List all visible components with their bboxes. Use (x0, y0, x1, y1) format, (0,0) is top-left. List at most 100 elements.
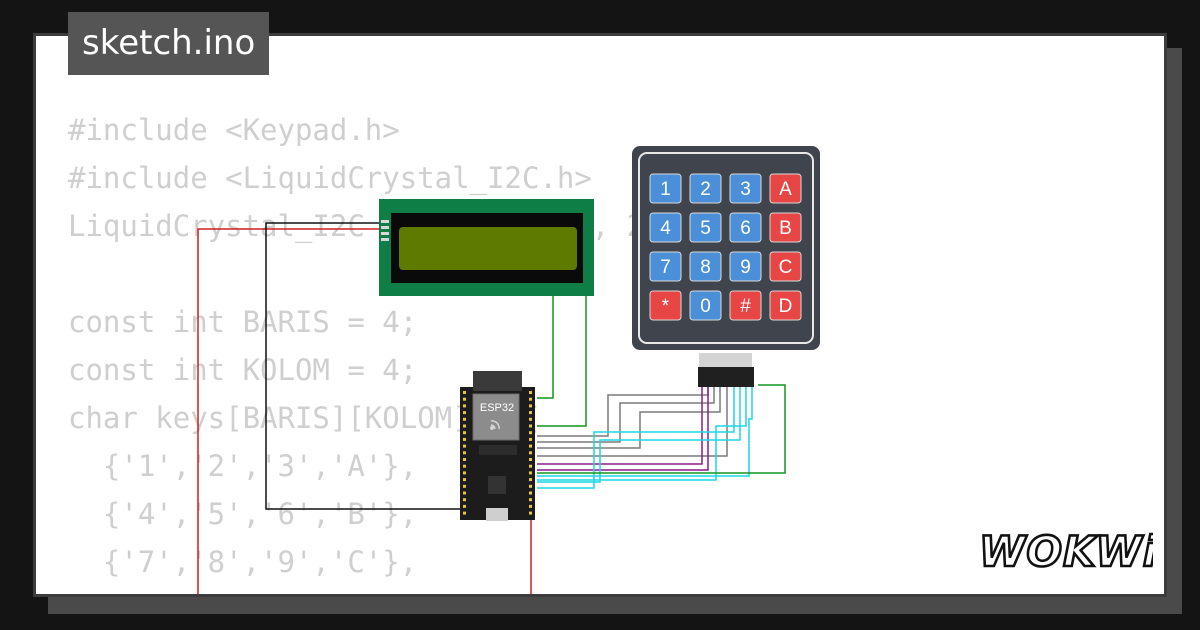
lcd-display[interactable] (379, 199, 594, 296)
wires (197, 222, 786, 594)
keypad-key[interactable]: 5 (689, 212, 722, 243)
header-pin (463, 404, 466, 408)
header-pin (463, 444, 466, 448)
header-pin (529, 431, 532, 435)
header-pin (529, 391, 532, 394)
header-pin (463, 391, 466, 394)
pin-header-right (529, 391, 532, 515)
header-pin (529, 478, 532, 482)
header-pin (463, 431, 466, 435)
keypad-connector (698, 367, 754, 387)
lcd-screen (399, 227, 577, 270)
keypad-key-label: 6 (740, 218, 751, 239)
keypad-key[interactable]: * (649, 290, 682, 321)
keypad-key-label: 1 (660, 179, 671, 200)
header-pin (529, 504, 532, 508)
keypad-key[interactable]: 0 (689, 290, 722, 321)
board-label: ESP32 (480, 402, 514, 414)
file-tab[interactable]: sketch.ino (68, 12, 270, 75)
header-pin (463, 417, 466, 421)
wire-red (197, 228, 384, 594)
code-line: const int BARIS = 4; (68, 305, 418, 339)
wire-purple (537, 385, 703, 465)
header-pin (463, 491, 466, 495)
keypad-key[interactable]: 7 (649, 251, 682, 282)
wifi-icon (490, 420, 500, 430)
logo-text: WOKWi (979, 527, 1153, 574)
header-pin (463, 478, 466, 482)
keypad-key-label: 2 (700, 179, 711, 200)
header-pin (529, 404, 532, 408)
keypad-key[interactable]: 1 (649, 173, 682, 204)
code-line: {'4','5','6','B'}, (68, 497, 418, 531)
header-pin (463, 458, 466, 461)
keypad-key-label: 4 (660, 218, 671, 239)
code-line: {'*','0','#','D'} (68, 586, 679, 594)
header-pin (463, 471, 466, 475)
keypad-key-label: C (779, 257, 793, 278)
header-pin (463, 397, 466, 401)
keypad-key-label: * (662, 296, 670, 317)
header-pin (529, 458, 532, 461)
wire-cyan (537, 385, 735, 489)
header-pin (529, 444, 532, 448)
wire-cyan (537, 385, 741, 483)
wire-green (537, 384, 786, 474)
keypad-key-label: 5 (700, 218, 711, 239)
keypad-key[interactable]: 3 (729, 173, 762, 204)
wire-black (265, 222, 462, 510)
wire-cyan (537, 385, 753, 477)
keypad-key[interactable]: 9 (729, 251, 762, 282)
keypad-key[interactable]: D (769, 290, 802, 321)
keypad-key[interactable]: 2 (689, 173, 722, 204)
keypad-key-label: 7 (660, 257, 671, 278)
keypad-key-label: # (740, 296, 751, 317)
code-line: #include <LiquidCrystal_I2C.h> (68, 161, 592, 195)
header-pin (463, 511, 466, 515)
keypad-key-label: B (779, 218, 792, 239)
keypad-ribbon (699, 353, 752, 367)
header-pin (529, 437, 532, 441)
keypad-key[interactable]: 8 (689, 251, 722, 282)
pin-header-left (463, 391, 466, 515)
header-pin (463, 411, 466, 415)
keypad-key[interactable]: C (769, 251, 802, 282)
code-line: #include <Keypad.h> (68, 113, 400, 147)
header-pin (529, 464, 532, 468)
header-pin (463, 437, 466, 441)
keypad[interactable]: 1 2 3 A 4 5 6 B 7 8 9 C * 0 # D (632, 146, 820, 387)
code-line: char keys[BARIS][KOLOM] = { (68, 401, 540, 435)
esp32-board[interactable]: ESP32 (460, 371, 535, 521)
wire-purple (537, 385, 709, 471)
wire-cyan (537, 385, 747, 481)
header-pin (529, 471, 532, 475)
keypad-key[interactable]: A (769, 173, 802, 204)
keypad-key-label: 8 (700, 257, 711, 278)
header-pin (463, 451, 466, 455)
lcd-pins (381, 220, 389, 241)
header-pin (463, 504, 466, 508)
usb-port (486, 508, 508, 521)
header-pin (529, 491, 532, 495)
keypad-key-label: 9 (740, 257, 751, 278)
header-pin (463, 498, 466, 502)
keypad-key[interactable]: # (729, 290, 762, 321)
keypad-key-label: D (779, 296, 793, 317)
header-pin (463, 424, 466, 428)
header-pin (529, 484, 532, 488)
header-pin (529, 451, 532, 455)
keypad-key-label: 0 (700, 296, 711, 317)
code-line: {'1','2','3','A'}, (68, 449, 418, 483)
keypad-key[interactable]: 6 (729, 212, 762, 243)
header-pin (529, 511, 532, 515)
wire-gray (537, 385, 721, 449)
header-pin (529, 411, 532, 415)
keypad-key-label: 3 (740, 179, 751, 200)
keypad-key-label: A (779, 179, 792, 200)
keypad-key[interactable]: B (769, 212, 802, 243)
code-line: {'7','8','9','C'}, (68, 545, 418, 579)
wire-gray (537, 385, 709, 437)
header-pin (529, 397, 532, 401)
keypad-key[interactable]: 4 (649, 212, 682, 243)
